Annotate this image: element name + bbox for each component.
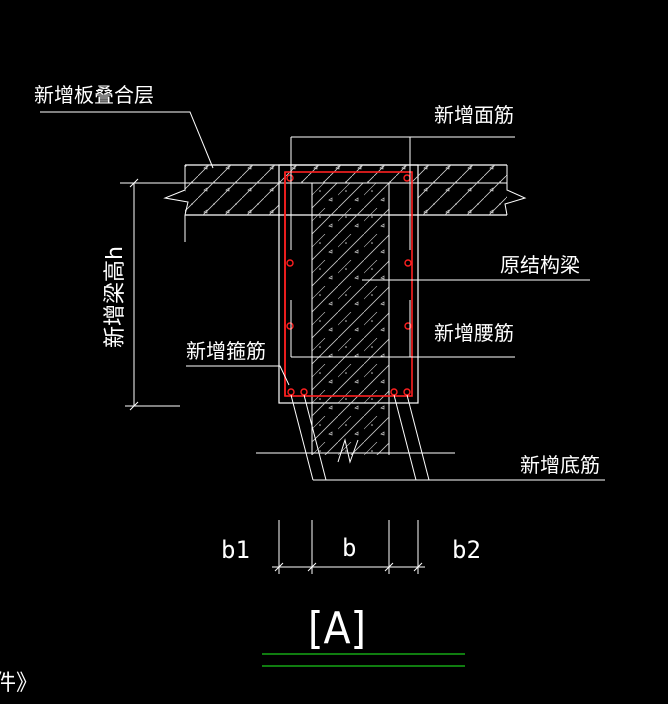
label-original-beam: 原结构梁 (500, 253, 580, 277)
detail-tag (262, 653, 465, 667)
leader-lines (40, 111, 605, 481)
bottom-bar-2 (300, 388, 308, 396)
height-dimension (120, 178, 200, 411)
waist-bar-right-1 (404, 259, 412, 267)
label-slab-overlay: 新增板叠合层 (34, 83, 154, 107)
bottom-bar-1 (287, 388, 295, 396)
dim-b2: b2 (452, 536, 481, 564)
label-beam-height: 新增梁高h (103, 246, 128, 348)
waist-bar-left-1 (286, 259, 294, 267)
width-dimensions (272, 520, 425, 574)
detail-tag-label: [A] (308, 603, 366, 654)
label-bottom-bars: 新增底筋 (520, 453, 600, 477)
edge-fragment: 件》 (0, 671, 38, 696)
top-bar-left (286, 174, 294, 182)
dim-b: b (342, 534, 356, 562)
label-top-bars: 新增面筋 (434, 103, 514, 127)
bottom-bar-3 (390, 388, 398, 396)
waist-bar-left-2 (286, 322, 294, 330)
label-waist-bars: 新增腰筋 (434, 321, 514, 345)
dim-b1: b1 (221, 536, 250, 564)
label-stirrups: 新增箍筋 (186, 339, 266, 363)
bottom-bar-4 (403, 388, 411, 396)
waist-bar-right-2 (404, 322, 412, 330)
beam-section (256, 164, 455, 464)
